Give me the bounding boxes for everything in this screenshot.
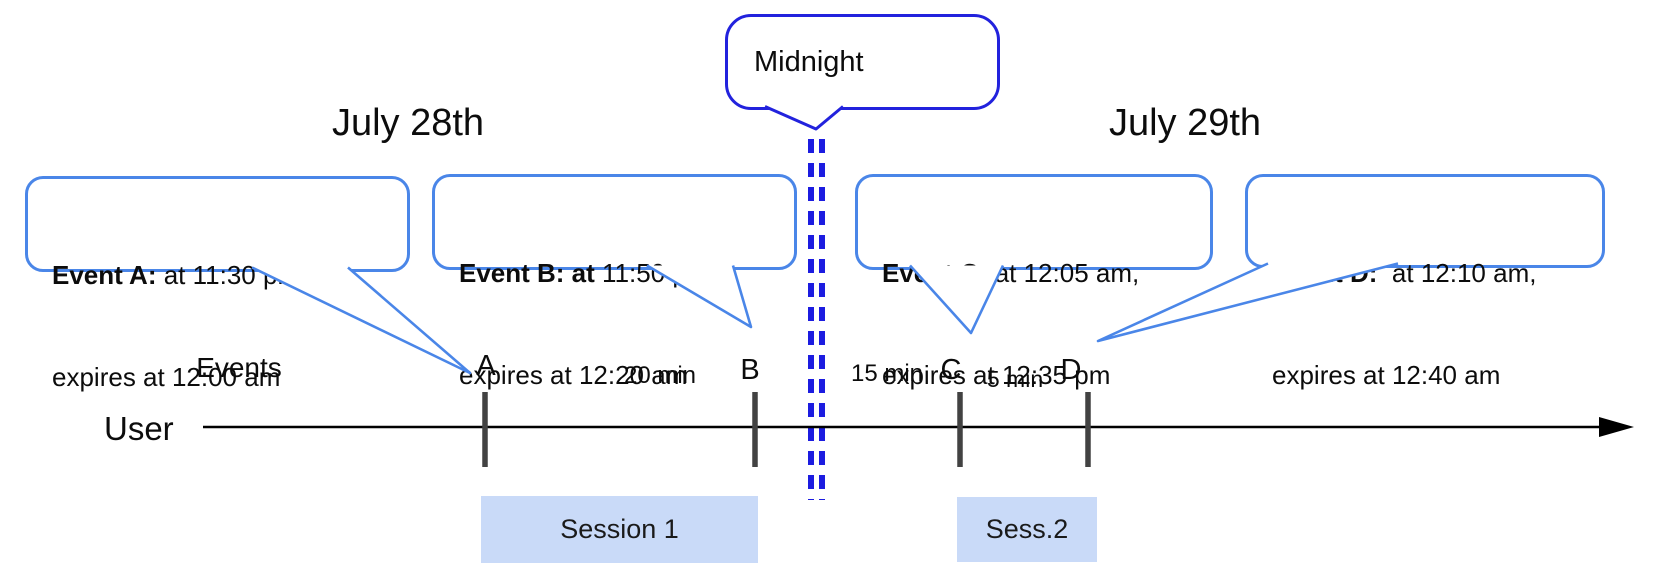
event-a-title: Event A: [52,260,157,290]
event-a-time: at 11:30 pm, [156,260,307,290]
user-axis-label: User [104,410,174,447]
midnight-label: Midnight [754,45,864,78]
event-d-title: Event D: [1272,258,1385,288]
midnight-callout: Midnight [725,14,1000,110]
tick-label-c: C [940,354,962,386]
event-d-callout: Event D: at 12:10 am, expires at 12:40 a… [1245,174,1605,390]
event-c-callout: Event C: at 12:05 am, expires at 12:35 p… [855,174,1213,390]
interval-20min: 20 min [623,362,697,389]
session-1-label: Session 1 [560,514,679,544]
tick-label-a: A [476,350,496,382]
interval-5min: 5 min [986,366,1044,392]
event-d-time: at 12:10 am, [1384,258,1537,288]
event-c-time: at 12:05 am, [987,258,1140,288]
event-b-title: Event B: at [459,258,595,288]
session-1-box: Session 1 [481,496,758,563]
event-c-expiry: expires at 12:35 pm [882,360,1111,390]
timeline-arrowhead-icon [1599,417,1634,437]
event-b-callout: Event B: at 11:50 pm, expires at 12:20 a… [432,174,797,390]
interval-15min: 15 min [850,360,924,387]
date-july-29: July 29th [1108,102,1262,144]
tick-label-b: B [740,354,760,386]
event-b-line1: Event B: at 11:50 pm, [459,256,778,290]
event-a-callout: Event A: at 11:30 pm, expires at 12:00 a… [25,176,410,392]
event-a-expiry: expires at 12:00 am [52,362,281,392]
tick-label-d: D [1060,354,1082,386]
event-b-time: 11:50 pm, [594,258,716,288]
event-a-line1: Event A: at 11:30 pm, [52,258,391,292]
session-2-label: Sess.2 [985,514,1069,544]
event-d-expiry: expires at 12:40 am [1272,360,1501,390]
event-b-expiry: expires at 12:20 am [459,360,688,390]
date-july-28: July 28th [331,102,485,144]
event-c-title: Event C: [882,258,988,288]
event-d-line1: Event D: at 12:10 am, [1272,256,1586,290]
session-2-box: Sess.2 [957,497,1097,562]
event-c-line1: Event C: at 12:05 am, [882,256,1194,290]
